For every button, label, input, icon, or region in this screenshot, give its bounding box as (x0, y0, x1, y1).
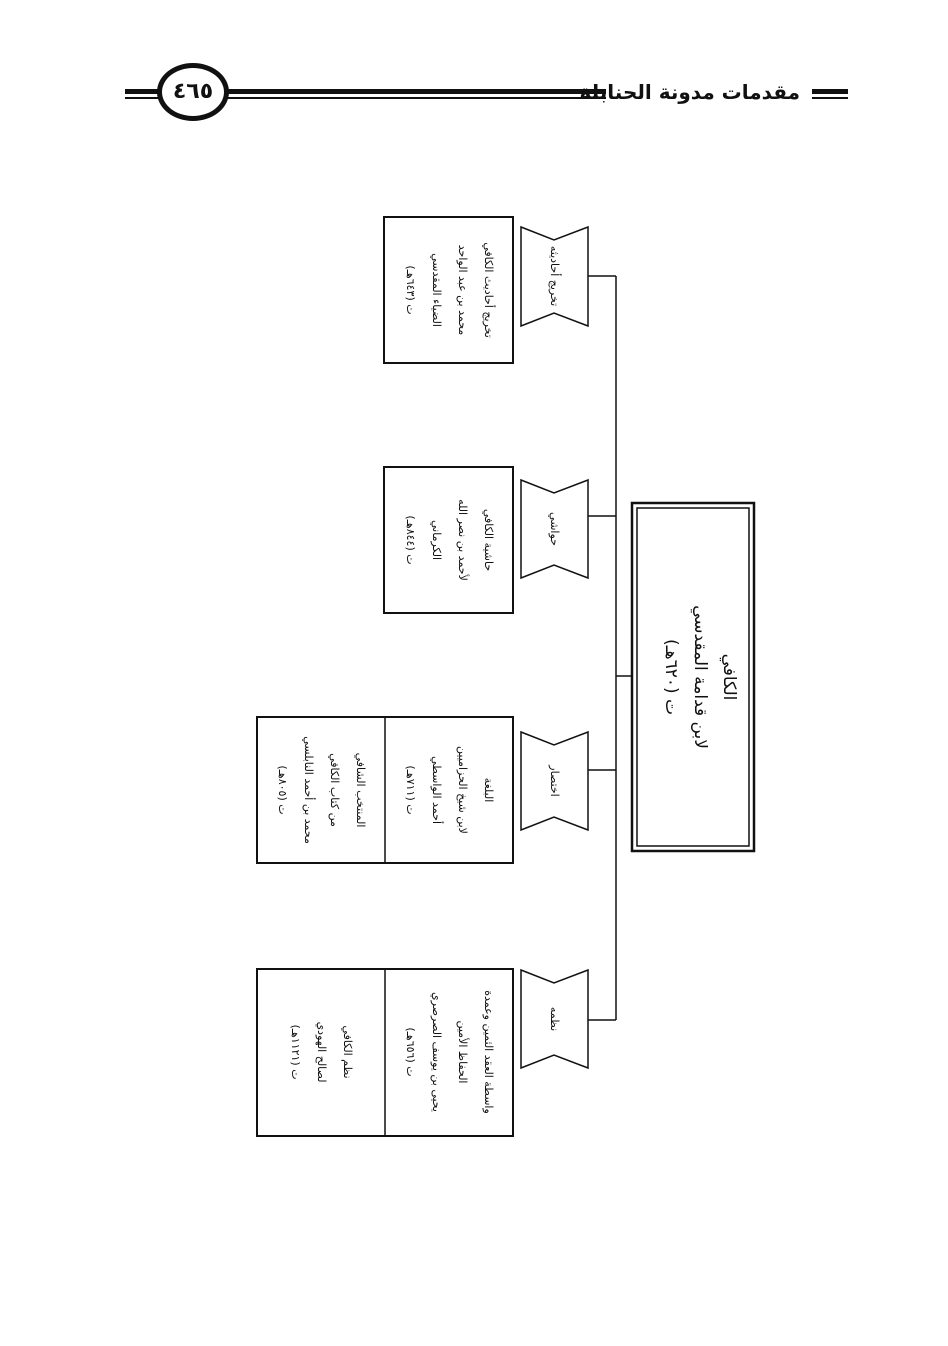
hawashi-line-2: لأحمد بن نصر الله (456, 499, 469, 581)
takhrij-line-1: تخريج أحاديث الكافي (482, 242, 495, 338)
wasita-line-4: ت (٦٥٦هـ) (404, 1027, 417, 1077)
header-rule-right-thick (812, 89, 848, 94)
label-ikhtisar: اختصار (548, 765, 561, 797)
wasita-line-2: الحفاظ الأمين (456, 1020, 469, 1084)
header-rule-mid-thin (228, 97, 606, 99)
hawashi-text: حاشية الكافي لأحمد بن نصر الله الكرماني … (397, 470, 501, 610)
header-rule-left-thick (125, 89, 163, 94)
book-title: مقدمات مدونة الحنابلة (579, 80, 800, 104)
header-rule-left-thin (125, 97, 163, 99)
page-number: ٤٦٥ (172, 79, 214, 104)
nazm-kafi-line-1: نظم الكافي (341, 1025, 354, 1079)
root-box-inner (636, 507, 750, 847)
page-number-oval (157, 63, 229, 121)
takhrij-line-4: ت (٦٤٣هـ) (404, 265, 417, 315)
hawashi-line-3: الكرماني (430, 519, 443, 561)
label-hawashi: حواشي (548, 512, 561, 546)
label-takhrij: تخريج أحاديثه (548, 245, 561, 307)
hawashi-line-4: ت (٨٤٤هـ) (404, 515, 417, 565)
root-box-outer (630, 501, 756, 853)
takhrij-line-3: الضياء المقدسي (430, 253, 443, 327)
nazm-wasita-text: واسطة العقد الثمين وعمدة الحفاظ الأمين ي… (397, 972, 501, 1132)
header-rule-mid-thick (228, 89, 606, 94)
muntakhab-line-4: ت (٨٠٥هـ) (276, 765, 289, 815)
box-hawashi (383, 466, 514, 614)
nazm-kafi-line-2: لصالح الهودي (315, 1021, 328, 1083)
root-author: لابن قدامة المقدسي (690, 605, 710, 749)
muntakhab-line-2: من كتاب الكافي (328, 753, 341, 827)
muntakhab-line-1: المنتخب الشافي (354, 752, 367, 828)
muntakhab-line-3: محمد بن أحمد النابلسي (302, 736, 315, 844)
box-takhrij (383, 216, 514, 364)
takhrij-text: تخريج أحاديث الكافي محمد بن عبد الواحد ا… (397, 220, 501, 360)
wasita-line-3: يحيى بن يوسف الصرصري (430, 992, 443, 1112)
chevron-ikhtisar (520, 730, 589, 832)
root-text: الكافي لابن قدامة المقدسي ت (٦٢٠هـ) (643, 507, 743, 847)
chevron-hawashi (520, 478, 589, 580)
root-title: الكافي (719, 653, 739, 701)
chevron-nazm (520, 968, 589, 1070)
label-nazm: نظمه (548, 1006, 561, 1032)
bulgha-line-2: لابن شيخ الحزاميين (456, 746, 469, 834)
bulgha-line-1: البلغة (482, 777, 495, 803)
bulgha-line-3: أحمد الواسطي (430, 755, 443, 825)
takhrij-line-2: محمد بن عبد الواحد (456, 244, 469, 336)
ikhtisar-bulgha-text: البلغة لابن شيخ الحزاميين أحمد الواسطي ت… (397, 720, 501, 860)
chevron-takhrij (520, 225, 589, 328)
ikhtisar-muntakhab-text: المنتخب الشافي من كتاب الكافي محمد بن أح… (269, 720, 373, 860)
nazm-kafi-text: نظم الكافي لصالح الهودي ت (١١٢١هـ) (282, 982, 360, 1122)
hawashi-line-1: حاشية الكافي (482, 508, 495, 572)
root-death-date: ت (٦٢٠هـ) (661, 638, 681, 716)
nazm-kafi-line-3: ت (١١٢١هـ) (289, 1024, 302, 1080)
bulgha-line-4: ت (٧١١هـ) (404, 765, 417, 815)
header-rule-right-thin (812, 97, 848, 99)
wasita-line-1: واسطة العقد الثمين وعمدة (482, 990, 495, 1114)
